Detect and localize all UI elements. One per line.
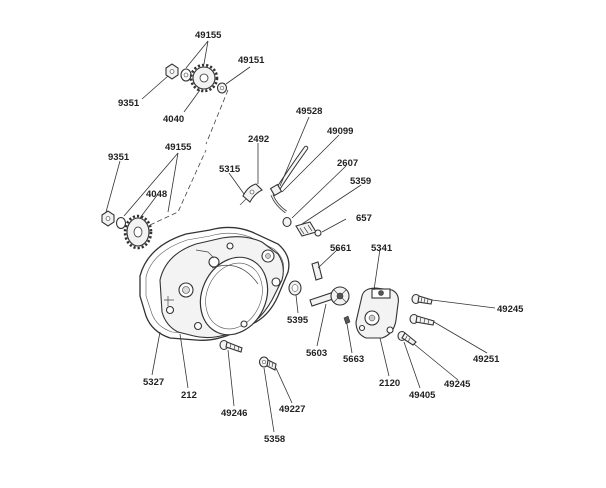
impeller-shaft-5603: [309, 286, 350, 307]
part-labels: 49155 49151 9351 4040 49528 2492 49099 9…: [108, 30, 524, 445]
label-5315: 5315: [219, 164, 241, 175]
label-2607: 2607: [337, 158, 358, 169]
bolt-49151: [216, 82, 228, 94]
washer-2607: [282, 216, 292, 228]
label-49405: 49405: [409, 390, 436, 401]
label-657: 657: [356, 213, 372, 224]
label-49155-upper: 49155: [195, 30, 222, 41]
label-2120: 2120: [379, 378, 400, 389]
fitting-657: [295, 221, 322, 237]
pin-5663: [343, 315, 351, 325]
bolt-49251: [409, 313, 435, 326]
label-49099: 49099: [327, 126, 353, 137]
label-5359: 5359: [350, 176, 371, 187]
lower-gear-assembly: [101, 149, 207, 250]
label-49251: 49251: [473, 354, 500, 365]
label-49227: 49227: [279, 404, 305, 415]
gear-4048: [123, 214, 153, 250]
leader-lines: [105, 40, 496, 433]
bolt-49246: [219, 339, 243, 353]
clutch-cover: [139, 226, 290, 341]
label-5603: 5603: [306, 348, 327, 359]
label-5661: 5661: [330, 243, 352, 254]
label-49245-lower: 49245: [444, 379, 471, 390]
washer-49155-lower: [115, 216, 127, 230]
bolt-49245-upper: [411, 293, 433, 305]
upper-gear-assembly: [165, 63, 229, 145]
pin-5661: [311, 261, 323, 281]
label-212: 212: [181, 390, 197, 401]
label-49151: 49151: [238, 55, 265, 66]
label-2492: 2492: [248, 134, 269, 145]
label-5327: 5327: [143, 377, 164, 388]
label-49246: 49246: [221, 408, 247, 419]
clamp-49099: [269, 183, 283, 197]
gear-4040: [189, 63, 219, 93]
bolts: [219, 293, 435, 371]
label-4040: 4040: [163, 114, 184, 125]
label-5663: 5663: [343, 354, 364, 365]
bolt-49405: [397, 330, 417, 346]
label-4048: 4048: [146, 189, 167, 200]
label-5341: 5341: [371, 243, 393, 254]
pump-cover-5341: [355, 287, 399, 339]
water-pump: [288, 261, 399, 339]
label-9351-lower: 9351: [108, 152, 130, 163]
label-9351-upper: 9351: [118, 98, 140, 109]
label-5395: 5395: [287, 315, 309, 326]
bolt-49227: [258, 356, 277, 371]
label-5358: 5358: [264, 434, 285, 445]
label-49245-upper: 49245: [497, 304, 524, 315]
hose-fittings: [239, 145, 322, 237]
gasket-5327: [139, 226, 290, 341]
label-49155-lower: 49155: [165, 142, 192, 153]
label-49528: 49528: [296, 106, 322, 117]
